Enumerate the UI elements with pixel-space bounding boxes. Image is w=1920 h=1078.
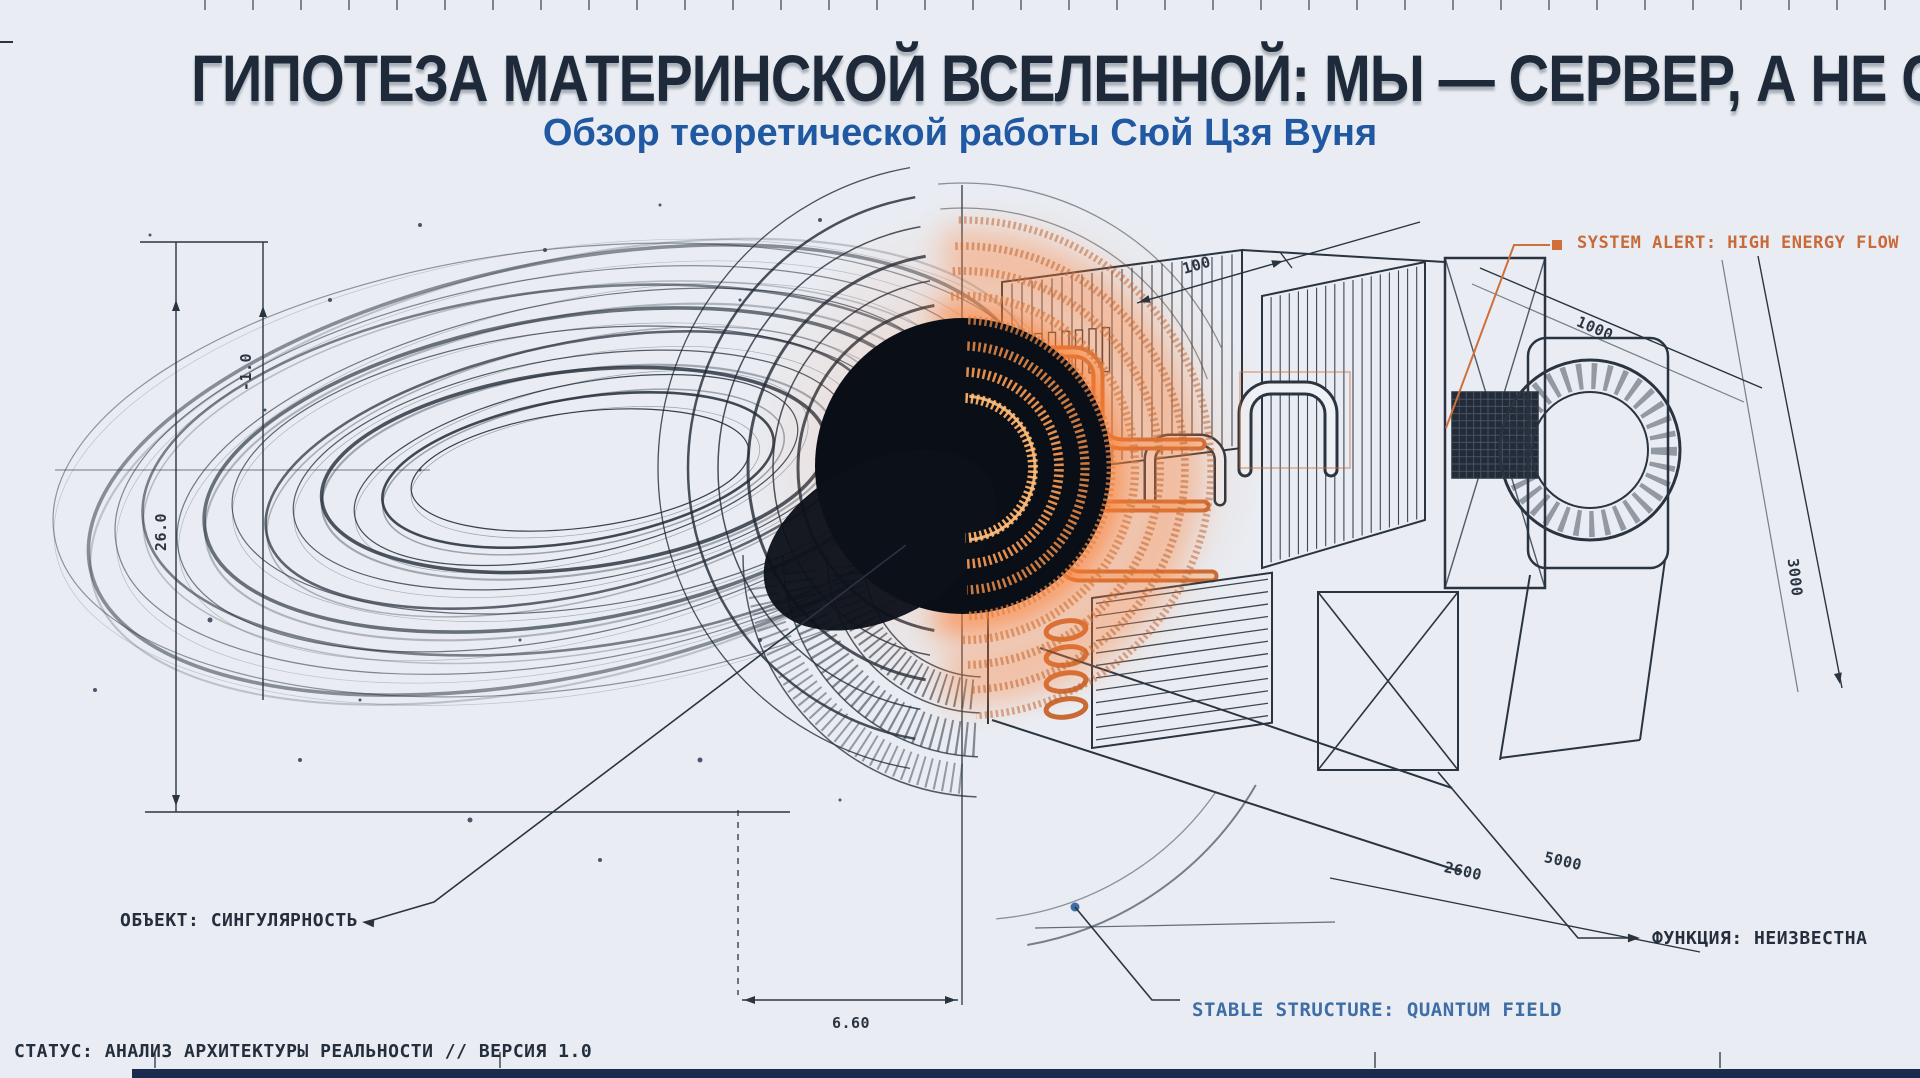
chassis-beam: [1241, 249, 1446, 263]
system-alert-square-marker-icon: [1552, 240, 1562, 250]
chassis-beam: [991, 719, 1463, 873]
support-leg: [1499, 574, 1531, 761]
dim-3000-line: [1757, 255, 1843, 689]
orbit-curve-ghost: [410, 406, 761, 539]
star-dot: [658, 203, 662, 207]
radiator-fin: [1096, 690, 1268, 716]
star-dot: [358, 698, 362, 702]
infall-stream-curve: [657, 166, 911, 770]
fan-blades: [1503, 363, 1677, 537]
data-stream-arc: [950, 291, 1140, 645]
dimension-lower-right-b: 5000: [1543, 848, 1584, 874]
arrowhead-icon: [1834, 672, 1842, 684]
star-dot: [598, 858, 602, 862]
dimension-lower-right-a: 2600: [1443, 858, 1484, 884]
radiator-fin: [1096, 715, 1268, 741]
infall-stream-curve: [686, 195, 916, 741]
function-unknown-label: ФУНКЦИЯ: НЕИЗВЕСТНА: [1652, 928, 1868, 949]
brace-frame: [1317, 591, 1459, 771]
arrowhead-icon: [172, 795, 180, 806]
dimension-left-inner: -1.0: [237, 353, 255, 391]
support-leg: [1639, 559, 1666, 741]
arrowhead-icon: [945, 996, 956, 1004]
dim-1000-line: [1479, 267, 1763, 389]
object-arrow-left-icon: [362, 918, 375, 928]
orbit-curve: [410, 408, 750, 532]
star-dot: [543, 248, 547, 252]
inner-bright-arc: [969, 394, 1037, 542]
dimension-top-center: 100: [1180, 253, 1212, 278]
radial-fin-bank: [747, 584, 964, 794]
object-leader-line: [365, 544, 907, 923]
brace-diagonal: [1317, 591, 1459, 771]
fan-hub: [1531, 391, 1649, 509]
dim-1000-line2: [1471, 283, 1745, 403]
orbit-curve-ghost: [381, 388, 786, 556]
base-sweep: [1027, 784, 1257, 946]
data-stream-arc: [955, 242, 1189, 694]
data-stream-arc: [952, 267, 1164, 669]
star-dot: [518, 638, 522, 642]
object-singularity-label: ОБЪЕКТ: СИНГУЛЯРНОСТЬ: [120, 910, 359, 931]
dimension-lines: [55, 221, 1843, 1001]
arrowhead-icon: [1271, 260, 1283, 268]
base-sweep: [996, 791, 1217, 920]
radiator-fin: [1096, 677, 1268, 704]
dim-2600-5000-line: [1329, 877, 1701, 953]
page-subtitle: Обзор теоретической работы Сюй Цзя Вуня: [542, 112, 1378, 154]
stable-leader-line: [1074, 906, 1180, 1001]
system-alert-label: SYSTEM ALERT: HIGH ENERGY FLOW: [1577, 233, 1900, 253]
data-stream-arc: [968, 315, 1116, 621]
glow-ring-outer: [942, 228, 1203, 708]
star-dot: [263, 408, 267, 412]
dimension-left-outer: 26.0: [152, 513, 170, 551]
star-dot: [738, 298, 742, 302]
dimension-bottom: 6.60: [832, 1014, 870, 1032]
event-horizon-tail: [763, 449, 997, 631]
arrowhead-icon: [1139, 295, 1151, 303]
star-dot: [418, 223, 422, 227]
status-line: СТАТУС: АНАЛИЗ АРХИТЕКТУРЫ РЕАЛЬНОСТИ //…: [14, 1041, 593, 1062]
system-alert-leader-line: [1445, 244, 1550, 429]
arrowhead-icon: [744, 996, 755, 1004]
arrowhead-icon: [259, 306, 267, 317]
function-arrow-right-icon: [1627, 933, 1640, 943]
function-leader-line: [1437, 771, 1634, 939]
support-beam: [1499, 739, 1641, 759]
arrowhead-icon: [172, 300, 180, 311]
radiator-fin: [1096, 702, 1268, 729]
fan-ring: [1498, 358, 1682, 542]
data-stream-arc: [967, 341, 1090, 595]
star-dot: [328, 298, 332, 302]
star-dot: [93, 688, 97, 692]
grate: [1451, 391, 1539, 479]
stable-structure-label: STABLE STRUCTURE: QUANTUM FIELD: [1192, 999, 1563, 1021]
data-stream-arc: [958, 216, 1215, 720]
arc-rail: [742, 554, 977, 798]
baseline-right: [1034, 921, 1336, 929]
data-stream-arc: [965, 393, 1038, 543]
star-dot: [467, 817, 473, 823]
dim-100-tick: [1279, 251, 1293, 269]
page-title-text: ГИПОТЕЗА МАТЕРИНСКОЙ ВСЕЛЕННОЙ: МЫ — СЕР…: [191, 41, 1920, 115]
dim-3000-line2: [1721, 259, 1799, 693]
star-dot: [148, 233, 152, 237]
frame-panel: [1443, 256, 1547, 590]
dimension-right: 3000: [1784, 557, 1807, 597]
star-dot: [697, 757, 703, 763]
star-dot: [298, 758, 302, 762]
star-dot: [207, 617, 213, 623]
star-dot: [838, 798, 842, 802]
fan-housing: [1526, 336, 1670, 570]
footer-bar: [132, 1069, 1920, 1078]
star-dot: [818, 218, 822, 222]
page-title: ГИПОТЕЗА МАТЕРИНСКОЙ ВСЕЛЕННОЙ: МЫ — СЕР…: [0, 40, 1920, 116]
